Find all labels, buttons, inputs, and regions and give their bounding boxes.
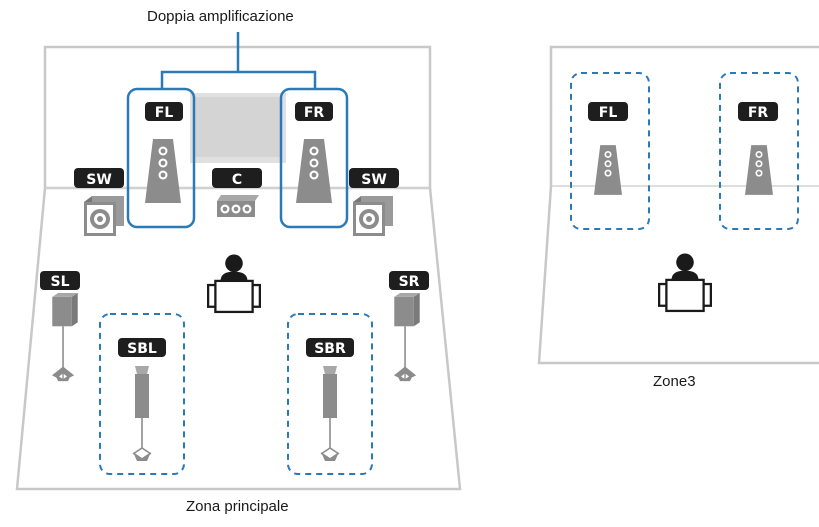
stand-speaker-icon — [320, 365, 340, 462]
label-sw-right: SW — [361, 172, 387, 188]
zone3-caption: Zone3 — [653, 373, 696, 390]
label-sr: SR — [399, 274, 420, 290]
label-badge-fr — [295, 102, 333, 121]
speaker-sr: SR — [389, 271, 429, 382]
zone3-room — [537, 45, 819, 365]
speaker-center: C — [212, 168, 262, 217]
bi-amp-frame-right — [279, 87, 349, 229]
label-sw-left: SW — [86, 172, 112, 188]
dashed-frame-sbr — [287, 313, 373, 475]
label-badge-sbl — [118, 338, 166, 357]
label-fr: FR — [304, 105, 325, 121]
stand-speaker-icon — [132, 365, 152, 462]
label-sl: SL — [50, 274, 69, 290]
label-sbr: SBR — [314, 341, 346, 357]
listener-icon — [207, 254, 261, 314]
speaker-sw-right: SW — [349, 168, 399, 236]
subwoofer-icon — [353, 196, 393, 236]
label-badge-c — [212, 168, 262, 188]
center-speaker-icon — [217, 195, 259, 217]
surround-speaker-icon — [393, 293, 421, 382]
label-badge-zone3-fl — [588, 102, 628, 121]
speaker-fl: FL — [126, 87, 196, 229]
bi-amp-frame-left — [126, 87, 196, 229]
zone3-speaker-fl: FL — [570, 72, 650, 230]
label-c: C — [232, 172, 242, 188]
dashed-frame-zone3-fl — [570, 72, 650, 230]
label-badge-sr — [389, 271, 429, 290]
surround-speaker-icon — [51, 293, 79, 382]
label-sbl: SBL — [127, 341, 157, 357]
label-badge-sw-right — [349, 168, 399, 188]
zone3-speaker-fr: FR — [719, 72, 799, 230]
label-badge-sbr — [306, 338, 354, 357]
speaker-sbr: SBR — [287, 313, 373, 475]
speaker-sw-left: SW — [74, 168, 124, 236]
main-zone-caption: Zona principale — [186, 498, 289, 515]
label-badge-fl — [145, 102, 183, 121]
bi-amp-connector — [160, 32, 317, 88]
label-fl: FL — [155, 105, 174, 121]
dashed-frame-sbl — [99, 313, 185, 475]
label-badge-zone3-fr — [738, 102, 778, 121]
speaker-sbl: SBL — [99, 313, 185, 475]
speaker-fr: FR — [279, 87, 349, 229]
label-badge-sl — [40, 271, 80, 290]
speaker-sl: SL — [40, 271, 80, 382]
subwoofer-icon — [84, 196, 124, 236]
tower-speaker-icon — [745, 145, 773, 195]
listener-icon — [658, 253, 712, 313]
tv-screen-icon — [190, 93, 286, 163]
label-zone3-fl: FL — [599, 105, 618, 121]
label-zone3-fr: FR — [748, 105, 769, 121]
dashed-frame-zone3-fr — [719, 72, 799, 230]
label-badge-sw-left — [74, 168, 124, 188]
diagram-title: Doppia amplificazione — [147, 8, 294, 25]
tower-speaker-icon — [594, 145, 622, 195]
